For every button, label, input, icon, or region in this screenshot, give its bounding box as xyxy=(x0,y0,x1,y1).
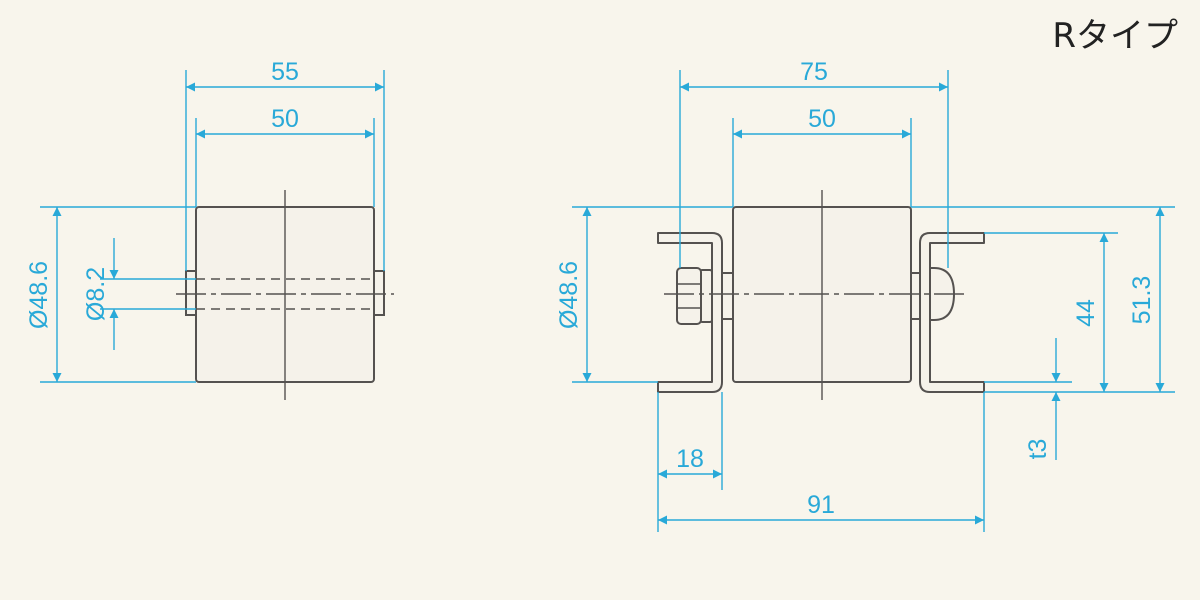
left-dim-label-shaft: Ø8.2 xyxy=(82,267,110,321)
right-left-bracket xyxy=(657,232,723,393)
left-shaft-end-left xyxy=(185,270,197,316)
left-dim-label-55: 55 xyxy=(271,58,299,86)
right-dim-label-51: 51.3 xyxy=(1128,276,1156,325)
right-dim-label-18: 18 xyxy=(676,445,704,473)
right-washer-left xyxy=(721,272,734,320)
left-dim-label-50: 50 xyxy=(271,105,299,133)
right-dim-label-diameter: Ø48.6 xyxy=(555,261,583,329)
right-hex-nut xyxy=(676,267,713,325)
type-title: Rタイプ xyxy=(1052,16,1178,56)
right-dim-label-t3: t3 xyxy=(1024,439,1052,460)
right-dim-label-50: 50 xyxy=(808,105,836,133)
right-dim-label-44: 44 xyxy=(1072,299,1100,327)
right-right-bracket xyxy=(919,232,985,393)
right-view: 75 50 Ø48.6 44 51.3 t3 18 91 xyxy=(555,58,1175,532)
right-dim-label-91: 91 xyxy=(807,491,835,519)
left-view: 55 50 Ø48.6 Ø8.2 xyxy=(25,58,394,400)
right-washer-right xyxy=(910,272,921,320)
right-dim-label-75: 75 xyxy=(800,58,828,86)
left-shaft-end-right xyxy=(373,270,385,316)
left-dim-label-diameter: Ø48.6 xyxy=(25,261,53,329)
